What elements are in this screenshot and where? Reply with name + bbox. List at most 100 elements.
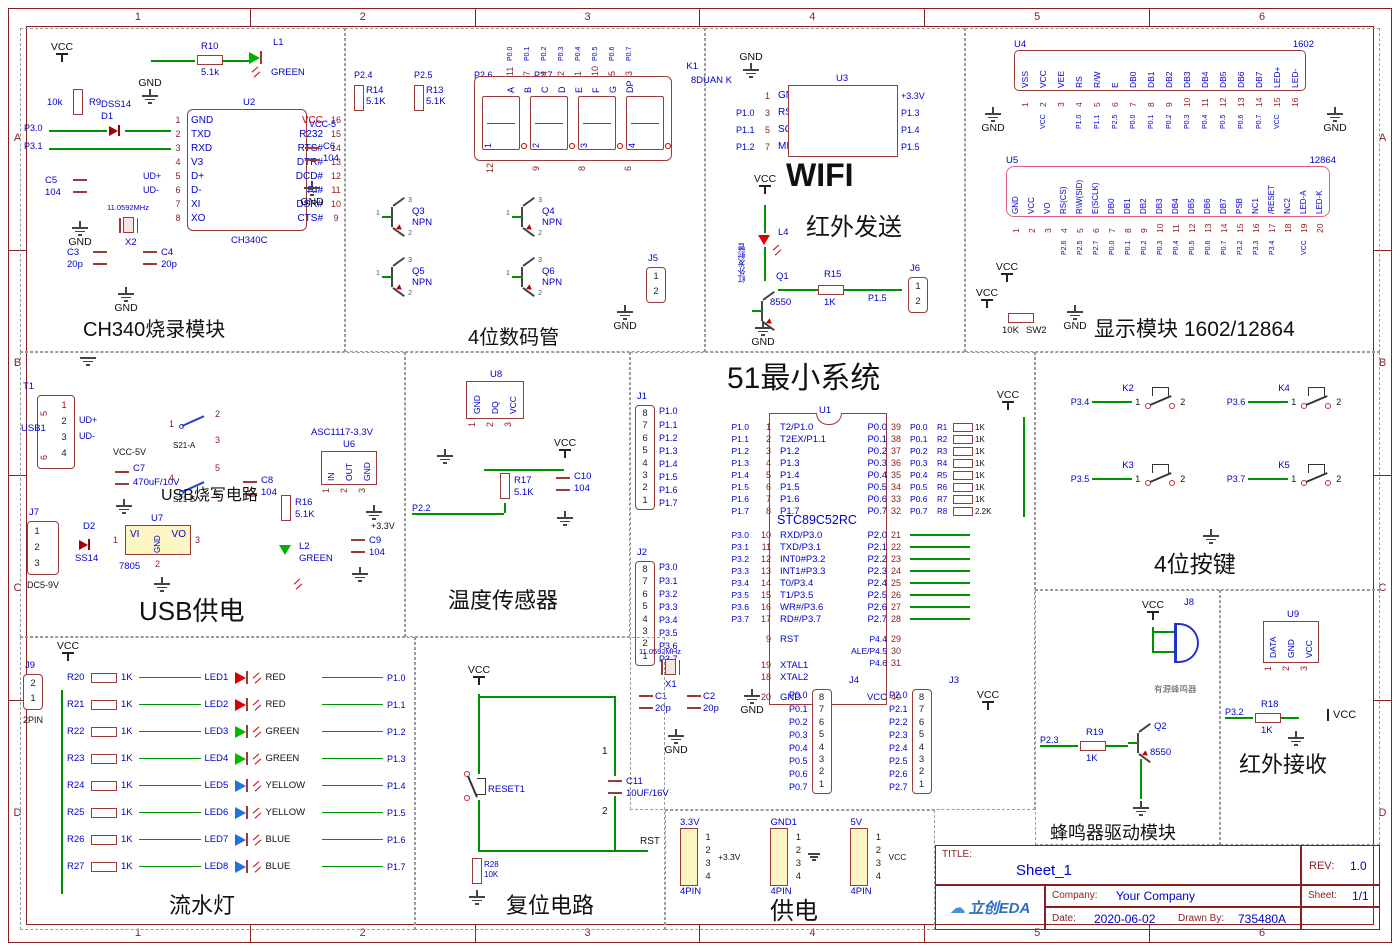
resistor-symbol[interactable] <box>91 861 117 872</box>
capacitor-c4[interactable] <box>143 251 157 265</box>
capacitor-c3[interactable] <box>93 251 107 265</box>
key[interactable]: K2 P3.4 1 2 <box>1050 383 1206 410</box>
key[interactable]: K3 P3.5 1 2 <box>1050 460 1206 487</box>
led-symbol[interactable] <box>234 725 248 738</box>
vcc-label: VCC <box>1327 709 1356 721</box>
resistor-symbol[interactable] <box>91 672 117 683</box>
resistor-symbol[interactable] <box>91 753 117 764</box>
led-l1[interactable] <box>249 51 262 64</box>
resistor-symbol[interactable] <box>91 726 117 737</box>
capacitor-c7[interactable] <box>115 471 129 485</box>
cap-value: 20p <box>655 703 671 714</box>
capacitor-c10[interactable] <box>556 477 570 491</box>
usb-connector-t1[interactable]: 5 6 1 2 3 4 <box>37 395 75 469</box>
led-symbol[interactable] <box>234 752 248 765</box>
resistor-r9[interactable] <box>73 89 83 115</box>
led-symbol[interactable] <box>234 833 248 846</box>
capacitor-c6[interactable] <box>305 147 319 161</box>
diode-d2[interactable] <box>79 539 90 550</box>
ic-u3[interactable]: U3 1 GND 3.3V 2 +3.3V P1.0 3 <box>736 73 952 157</box>
diode-d1[interactable] <box>109 125 120 136</box>
ic-pin-row: 5 D+ DCD# 12 <box>169 169 345 183</box>
led-symbol[interactable] <box>234 860 248 873</box>
crystal-x1[interactable] <box>661 659 681 675</box>
resistor-symbol[interactable] <box>91 807 117 818</box>
gnd-label: GND <box>138 77 162 89</box>
pin-number: 2 <box>30 678 36 690</box>
capacitor-c1[interactable] <box>639 695 653 709</box>
led-l4[interactable] <box>758 235 770 245</box>
resistor-r16[interactable] <box>281 495 291 521</box>
capacitor-c2[interactable] <box>687 695 701 709</box>
pin-number: 1 <box>764 90 770 101</box>
wire <box>910 606 970 608</box>
resistor-r17[interactable] <box>500 473 510 499</box>
ic-ref: U9 <box>1287 609 1300 620</box>
crystal-value: 11.0592MHz <box>107 203 149 212</box>
potentiometer-sw2[interactable] <box>1008 313 1034 323</box>
pin-number: 1 <box>653 271 659 283</box>
ic-u6[interactable]: U6 IN OUT GND 1 2 3 <box>321 439 377 495</box>
net-label: P3.1 <box>731 542 750 552</box>
resistor-symbol[interactable] <box>91 834 117 845</box>
pin-name: GND <box>191 114 214 126</box>
ic-u8[interactable]: U8 GND DQ VCC 1 2 3 <box>466 369 524 429</box>
key[interactable]: K4 P3.6 1 2 <box>1206 383 1362 410</box>
pin-number: 6 <box>175 185 181 195</box>
pin-name: P2.0 <box>867 529 887 541</box>
key[interactable]: K5 P3.7 1 2 <box>1206 460 1362 487</box>
led-symbol[interactable] <box>234 779 248 792</box>
crystal-x2[interactable] <box>119 217 139 233</box>
resistor-r10[interactable] <box>197 55 223 65</box>
led-symbol[interactable] <box>234 806 248 819</box>
resistor-ref: R5 <box>937 470 948 480</box>
power-connector[interactable]: GND1 1 2 3 4 4PIN <box>770 817 821 897</box>
buzzer-j8[interactable] <box>1174 623 1199 663</box>
transistor-q2[interactable] <box>1128 722 1154 763</box>
capacitor-c9[interactable] <box>351 539 365 553</box>
led-symbol[interactable] <box>234 698 248 711</box>
led-l2[interactable] <box>279 545 291 555</box>
led-symbol[interactable] <box>234 671 248 684</box>
ic-u9[interactable]: U9 DATA GND VCC 1 2 3 <box>1263 609 1319 673</box>
ic-u7[interactable]: U7 VI GND VO 3 2 7805 <box>119 513 200 572</box>
capacitor-c5[interactable] <box>73 179 87 193</box>
resistor-symbol[interactable] <box>91 780 117 791</box>
capacitor-c8[interactable] <box>243 481 257 495</box>
reset-button[interactable] <box>463 769 486 803</box>
power-connector[interactable]: 5V 1 2 3 4 VCC 4PI <box>850 817 906 897</box>
resistor-r18[interactable] <box>1255 713 1281 723</box>
pin-number: 4 <box>642 457 648 469</box>
pin-number: 4 <box>61 448 67 459</box>
pin-number: 3 <box>1055 102 1066 107</box>
transistor-q1[interactable] <box>752 290 778 331</box>
switch-s21b[interactable] <box>179 481 209 495</box>
resistor-symbol[interactable] <box>91 699 117 710</box>
resistor-r19[interactable] <box>1080 741 1106 751</box>
capacitor-c11[interactable] <box>608 780 622 794</box>
resistor-r15[interactable] <box>818 285 844 295</box>
resistor-r28[interactable] <box>472 858 482 884</box>
power-connector[interactable]: 3.3V 1 2 3 4 +3.3V <box>680 817 740 897</box>
switch-s21a[interactable] <box>179 415 209 429</box>
